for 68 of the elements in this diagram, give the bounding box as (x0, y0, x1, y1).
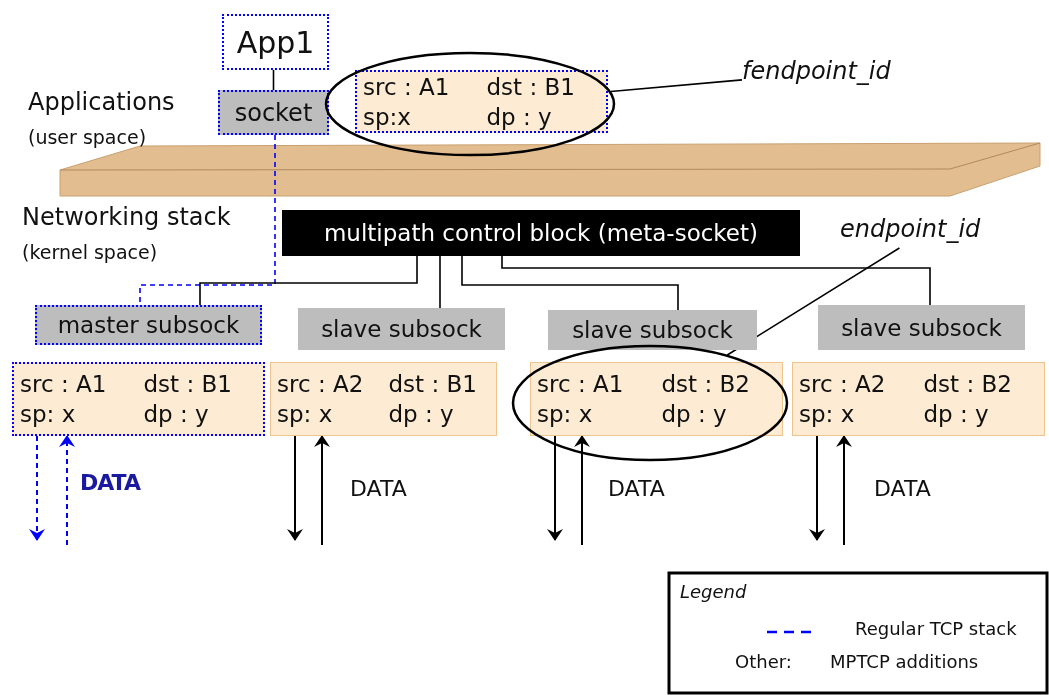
endpoint-box (270, 362, 497, 436)
layer-label: Networking stack (22, 203, 231, 231)
subsocket-box (35, 305, 262, 345)
endpoint-field: dp : y (923, 399, 1038, 429)
connector-line (272, 69, 275, 91)
endpoint-field: src : A1 (20, 369, 132, 399)
box-label: fendpoint_id (742, 57, 891, 85)
data-label: DATA (874, 476, 931, 501)
endpoint-field: sp: x (799, 399, 912, 429)
box-label: master subsock (57, 312, 240, 338)
legend-title: Legend (680, 581, 747, 602)
endpoint-field: sp: x (537, 399, 650, 429)
data-arrow (836, 435, 852, 546)
connector-line (501, 255, 931, 306)
subsocket-box (298, 308, 505, 350)
legend-label: MPTCP additions (830, 651, 979, 672)
data-arrow (574, 435, 590, 546)
subsocket-box (818, 305, 1025, 350)
app-box (222, 14, 329, 70)
layer-sublabel: (kernel space) (22, 241, 158, 263)
connector-line (439, 255, 441, 309)
data-arrow (59, 435, 75, 546)
endpoint-field: dst : B2 (923, 369, 1038, 399)
connector-line (461, 255, 679, 311)
data-label: DATA (608, 476, 665, 501)
data-label: DATA (80, 470, 140, 495)
endpoint-field: sp:x (363, 101, 475, 132)
ellipse-outline (325, 52, 615, 156)
box-label: socket (234, 98, 313, 127)
data-label: DATA (350, 476, 407, 501)
endpoint-field: dst : B1 (486, 71, 600, 102)
endpoint-field: dp : y (661, 399, 776, 429)
leader-line (726, 247, 901, 356)
legend-label: Regular TCP stack (855, 618, 1017, 639)
data-arrow (809, 435, 825, 541)
endpoint-field: sp: x (20, 399, 132, 429)
endpoint-field: dst : B1 (388, 369, 490, 399)
box-label: slave subsock (321, 316, 482, 342)
layer-label: Applications (28, 88, 175, 116)
socket-box (218, 90, 329, 135)
box-label: multipath control block (meta-socket) (323, 220, 758, 246)
box-label: slave subsock (841, 314, 1002, 341)
endpoint-field: src : A2 (277, 369, 377, 399)
subsocket-box (548, 310, 757, 350)
data-arrow (547, 435, 563, 541)
endpoint-field: src : A1 (537, 369, 650, 399)
endpoint-field: src : A2 (799, 369, 912, 399)
box-label: endpoint_id (840, 215, 981, 243)
category-note: Other: (735, 651, 792, 672)
layer-sublabel: (user space) (28, 126, 147, 148)
leader-line (609, 79, 743, 93)
endpoint-field: dp : y (486, 101, 600, 132)
endpoint-field: dst : B2 (661, 369, 776, 399)
box-label: slave subsock (572, 317, 733, 343)
endpoint-field: sp: x (277, 399, 377, 429)
connector-line (199, 255, 418, 306)
data-arrow (29, 435, 45, 541)
endpoint-box (792, 362, 1045, 436)
box-label: App1 (236, 24, 315, 60)
meta-socket-block (282, 210, 800, 256)
endpoint-field: dst : B1 (143, 369, 257, 399)
endpoint-field: dp : y (388, 399, 490, 429)
data-arrow (314, 435, 330, 546)
endpoint-field: src : A1 (363, 71, 475, 102)
endpoint-field: dp : y (143, 399, 257, 429)
data-arrow (287, 435, 303, 541)
endpoint-box (12, 362, 265, 436)
ellipse-outline (512, 345, 788, 461)
